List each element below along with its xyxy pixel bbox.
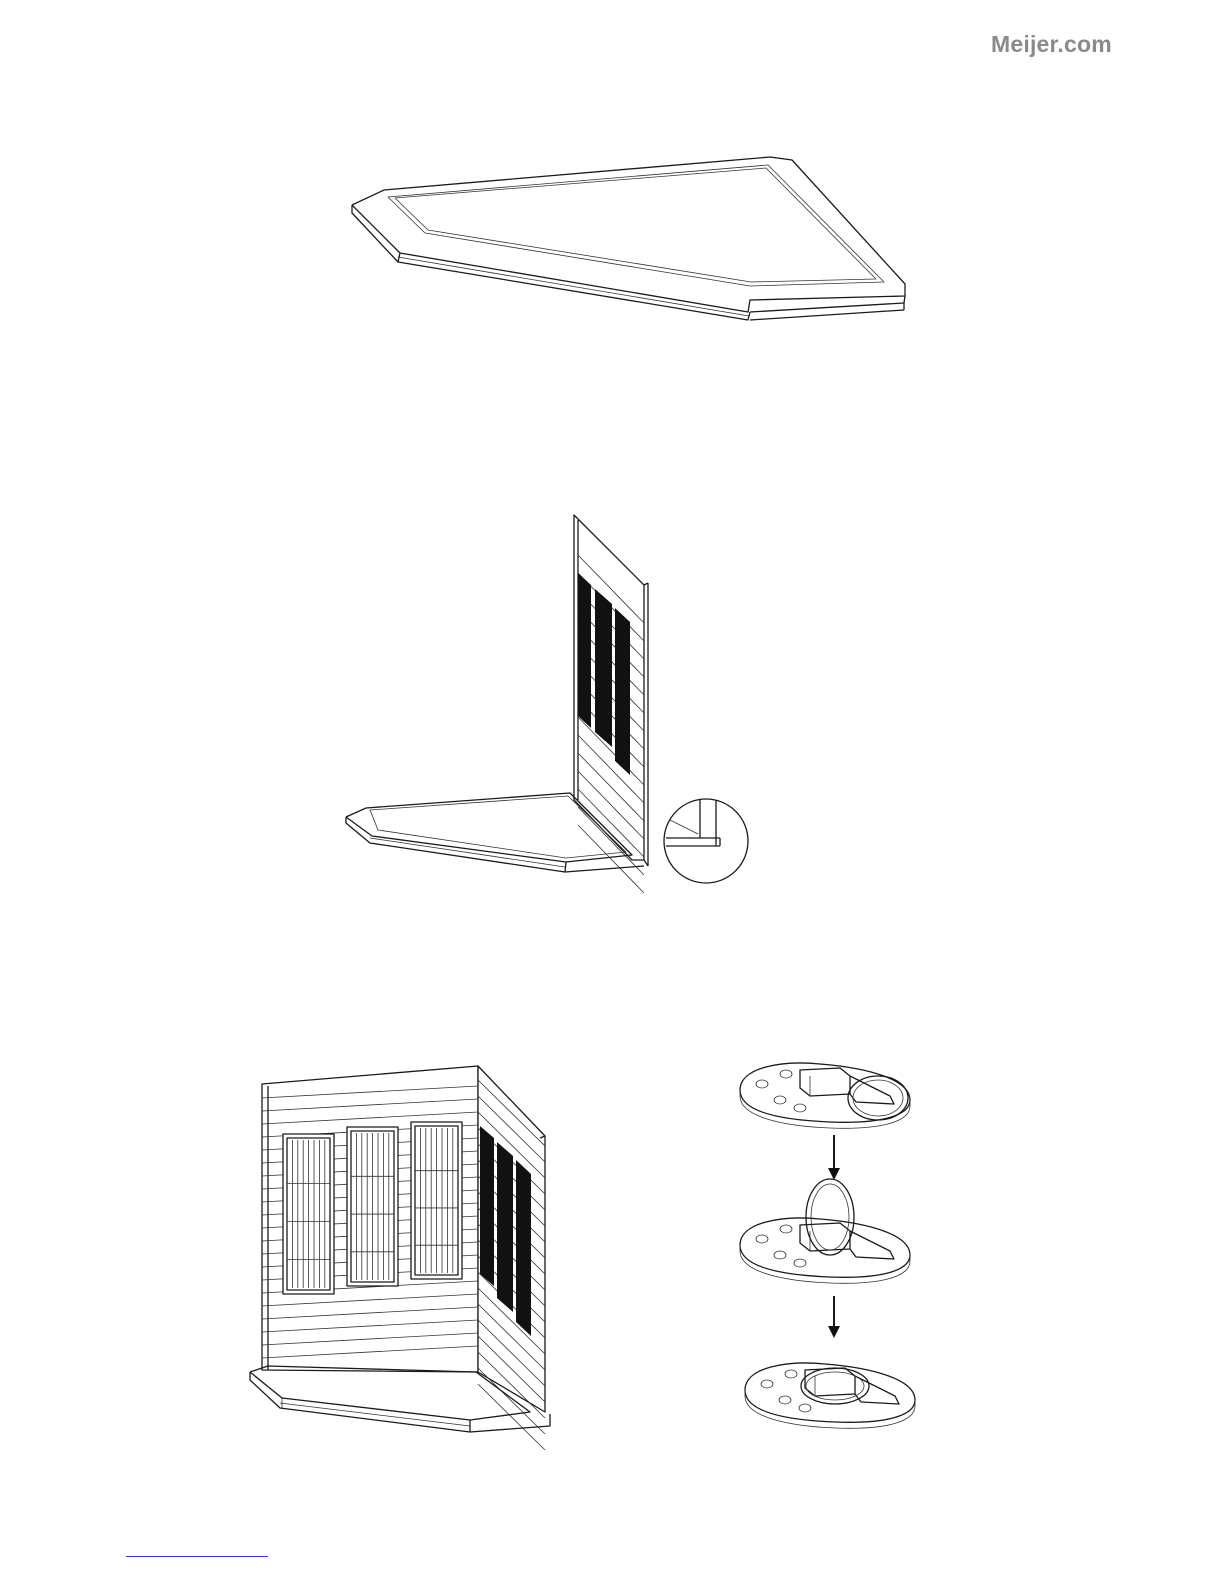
- footer-link-underline[interactable]: [126, 1556, 268, 1557]
